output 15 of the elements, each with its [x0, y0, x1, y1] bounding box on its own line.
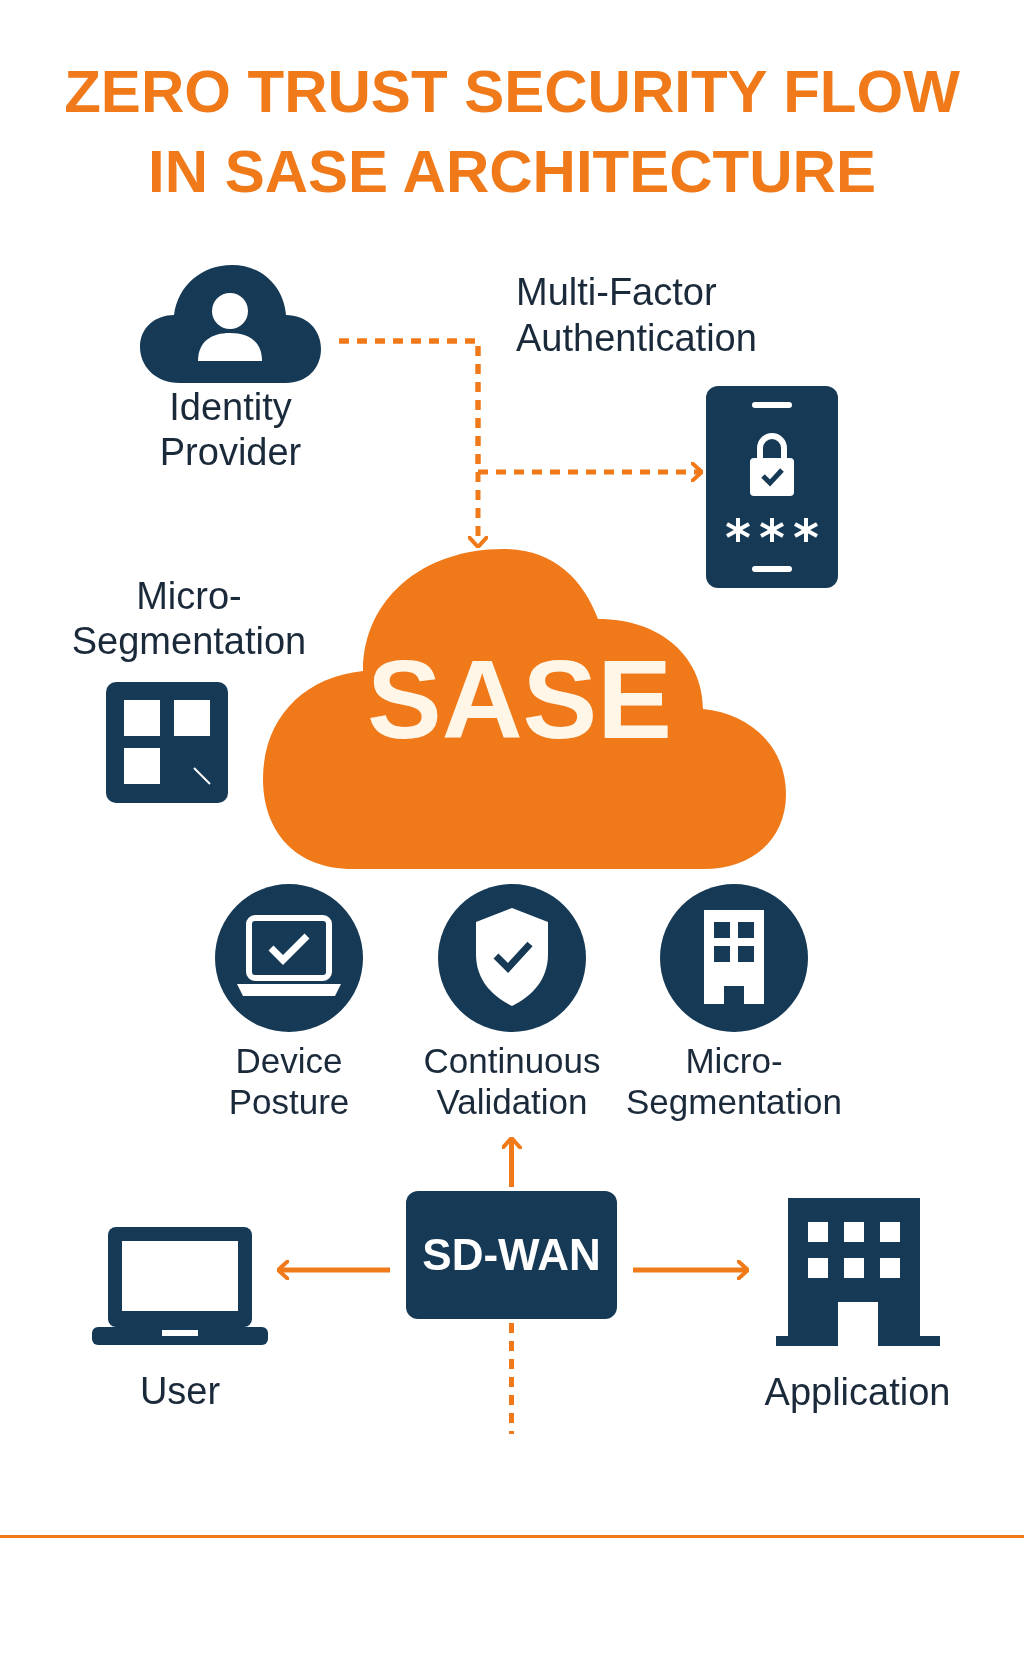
arrow — [276, 1259, 390, 1281]
node-label: Micro-Segmentation — [625, 1040, 843, 1123]
arrow — [500, 1136, 523, 1187]
node-label: Multi-Factor Authentication — [516, 270, 758, 361]
connector-line — [509, 1323, 514, 1434]
node-label: Application — [764, 1370, 951, 1415]
sd-wan-box: SD-WAN — [406, 1191, 617, 1319]
node-label: Micro-Segmentation — [70, 574, 308, 664]
node-label: Device Posture — [227, 1040, 351, 1123]
title: ZERO TRUST SECURITY FLOW IN SASE ARCHITECTURE — [63, 57, 961, 207]
node-label: Continuous Validation — [422, 1040, 602, 1123]
node-label: User — [139, 1369, 221, 1414]
arrow — [339, 338, 704, 483]
node-label: Identity Provider — [158, 385, 303, 475]
arrow — [633, 1259, 750, 1281]
